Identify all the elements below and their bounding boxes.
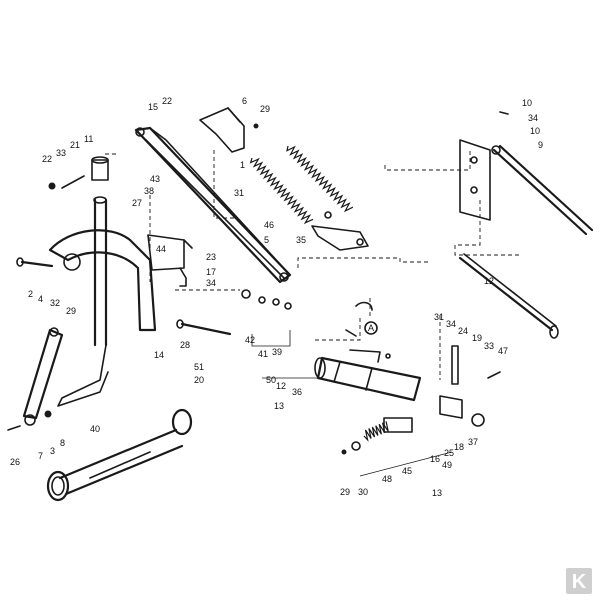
callout-36: 36 bbox=[292, 387, 302, 397]
callout-48: 48 bbox=[382, 474, 392, 484]
pto-shaft-40 bbox=[46, 408, 193, 502]
rod-split-label: 12 bbox=[484, 276, 494, 286]
mast-frame bbox=[48, 156, 157, 407]
callout-31: 31 bbox=[434, 312, 444, 322]
callout-13: 13 bbox=[274, 401, 284, 411]
callout-5: 5 bbox=[264, 235, 269, 245]
callout-10: 10 bbox=[522, 98, 532, 108]
callout-27: 27 bbox=[132, 198, 142, 208]
brand-logo: K bbox=[566, 568, 592, 594]
callout-7: 7 bbox=[38, 451, 43, 461]
callout-47: 47 bbox=[498, 346, 508, 356]
callout-17: 17 bbox=[206, 267, 216, 277]
callout-10: 10 bbox=[530, 126, 540, 136]
callout-23: 23 bbox=[206, 252, 216, 262]
callout-12: 12 bbox=[276, 381, 286, 391]
right-bracket bbox=[459, 111, 509, 221]
callout-15: 15 bbox=[148, 102, 158, 112]
callout-29: 29 bbox=[340, 487, 350, 497]
callout-29: 29 bbox=[66, 306, 76, 316]
callout-37: 37 bbox=[468, 437, 478, 447]
bracket-44 bbox=[147, 234, 193, 287]
callout-22: 22 bbox=[162, 96, 172, 106]
group-brackets bbox=[251, 330, 453, 477]
callout-6: 6 bbox=[242, 96, 247, 106]
detail-a-label: A bbox=[368, 323, 374, 333]
callout-13: 13 bbox=[432, 488, 442, 498]
callout-39: 39 bbox=[272, 347, 282, 357]
callout-22: 22 bbox=[42, 154, 52, 164]
pin-2 bbox=[16, 257, 54, 268]
callout-29: 29 bbox=[260, 104, 270, 114]
callout-32: 32 bbox=[50, 298, 60, 308]
callout-40: 40 bbox=[90, 424, 100, 434]
callout-45: 45 bbox=[402, 466, 412, 476]
callout-41: 41 bbox=[258, 349, 268, 359]
callout-49: 49 bbox=[442, 460, 452, 470]
callout-30: 30 bbox=[358, 487, 368, 497]
detail-a-marker: A bbox=[364, 321, 378, 335]
callout-20: 20 bbox=[194, 375, 204, 385]
callout-21: 21 bbox=[70, 140, 80, 150]
callout-42: 42 bbox=[245, 335, 255, 345]
callout-4: 4 bbox=[38, 294, 43, 304]
callout-51: 51 bbox=[194, 362, 204, 372]
callout-44: 44 bbox=[156, 244, 166, 254]
callout-31: 31 bbox=[234, 188, 244, 198]
callout-50: 50 bbox=[266, 375, 276, 385]
callout-8: 8 bbox=[60, 438, 65, 448]
callout-19: 19 bbox=[472, 333, 482, 343]
lever-bracket bbox=[311, 211, 369, 251]
callout-2: 2 bbox=[28, 289, 33, 299]
callout-43: 43 bbox=[150, 174, 160, 184]
callout-33: 33 bbox=[484, 341, 494, 351]
side-link-7 bbox=[7, 327, 64, 431]
callout-34: 34 bbox=[446, 319, 456, 329]
callout-28: 28 bbox=[180, 340, 190, 350]
top-link-arms bbox=[134, 126, 292, 284]
callout-34: 34 bbox=[528, 113, 538, 123]
callout-11: 11 bbox=[84, 134, 93, 144]
callout-1: 1 bbox=[240, 160, 245, 170]
callout-24: 24 bbox=[458, 326, 468, 336]
hose-fittings bbox=[241, 289, 373, 337]
callout-34: 34 bbox=[206, 278, 216, 288]
callout-9: 9 bbox=[538, 140, 543, 150]
callout-18: 18 bbox=[454, 442, 464, 452]
callout-3: 3 bbox=[50, 446, 55, 456]
logo-letter: K bbox=[572, 571, 587, 593]
callout-33: 33 bbox=[56, 148, 66, 158]
callout-26: 26 bbox=[10, 457, 20, 467]
springs-46 bbox=[249, 145, 354, 225]
callout-16: 16 bbox=[430, 454, 440, 464]
hydraulic-cylinder bbox=[314, 349, 422, 402]
bracket-6 bbox=[199, 107, 259, 153]
pin-20 bbox=[176, 319, 232, 336]
callout-35: 35 bbox=[296, 235, 306, 245]
pin-21 bbox=[48, 175, 85, 190]
callout-38: 38 bbox=[144, 186, 154, 196]
callout-46: 46 bbox=[264, 220, 274, 230]
callout-14: 14 bbox=[154, 350, 164, 360]
rods bbox=[458, 144, 594, 339]
valve-assembly bbox=[341, 345, 501, 455]
